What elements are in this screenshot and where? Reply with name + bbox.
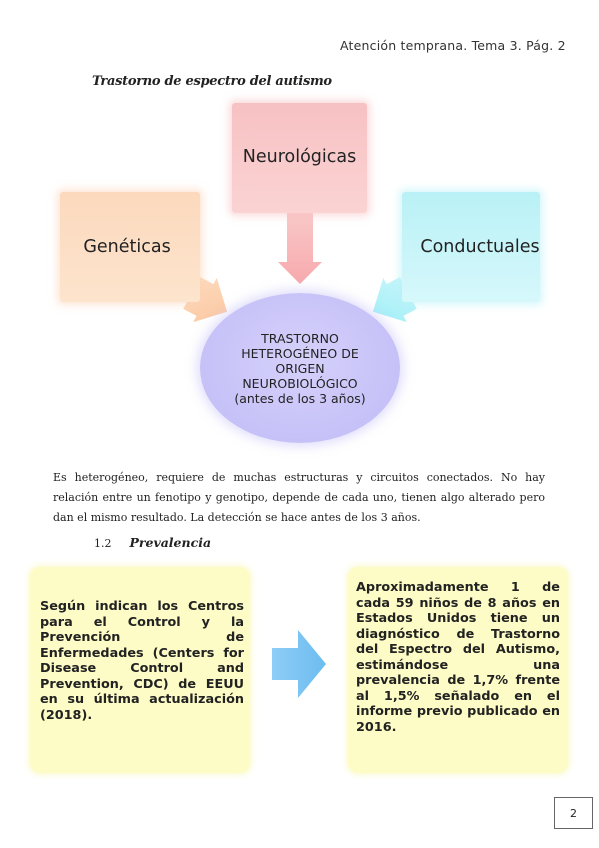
info-card-left: Según indican los Centros para el Contro… bbox=[30, 567, 250, 773]
neurological-box: Neurológicas bbox=[232, 103, 367, 213]
neurological-label: Neurológicas bbox=[242, 147, 357, 167]
page-number: 2 bbox=[554, 797, 593, 829]
section-title: Trastorno de espectro del autismo bbox=[92, 74, 332, 89]
subsection-heading: 1.2 Prevalencia bbox=[94, 535, 211, 550]
body-paragraph: Es heterogéneo, requiere de muchas estru… bbox=[53, 471, 545, 524]
center-ellipse: TRASTORNO HETEROGÉNEO DE ORIGEN NEUROBIO… bbox=[200, 293, 400, 443]
arrow-down-neuro bbox=[278, 212, 322, 284]
page-header: Atención temprana. Tema 3. Pág. 2 bbox=[340, 38, 566, 53]
conduct-box: Conductuales bbox=[402, 192, 540, 302]
right-arrow-icon bbox=[272, 630, 326, 698]
conduct-label: Conductuales bbox=[420, 237, 540, 257]
genetic-label: Genéticas bbox=[83, 237, 171, 257]
genetic-box: Genéticas bbox=[60, 192, 200, 302]
center-ellipse-text: TRASTORNO HETEROGÉNEO DE ORIGEN NEUROBIO… bbox=[234, 330, 366, 406]
subsection-number: 1.2 bbox=[94, 537, 112, 550]
info-card-right: Aproximadamente 1 de cada 59 niños de 8 … bbox=[348, 567, 568, 773]
subsection-title: Prevalencia bbox=[129, 535, 212, 550]
